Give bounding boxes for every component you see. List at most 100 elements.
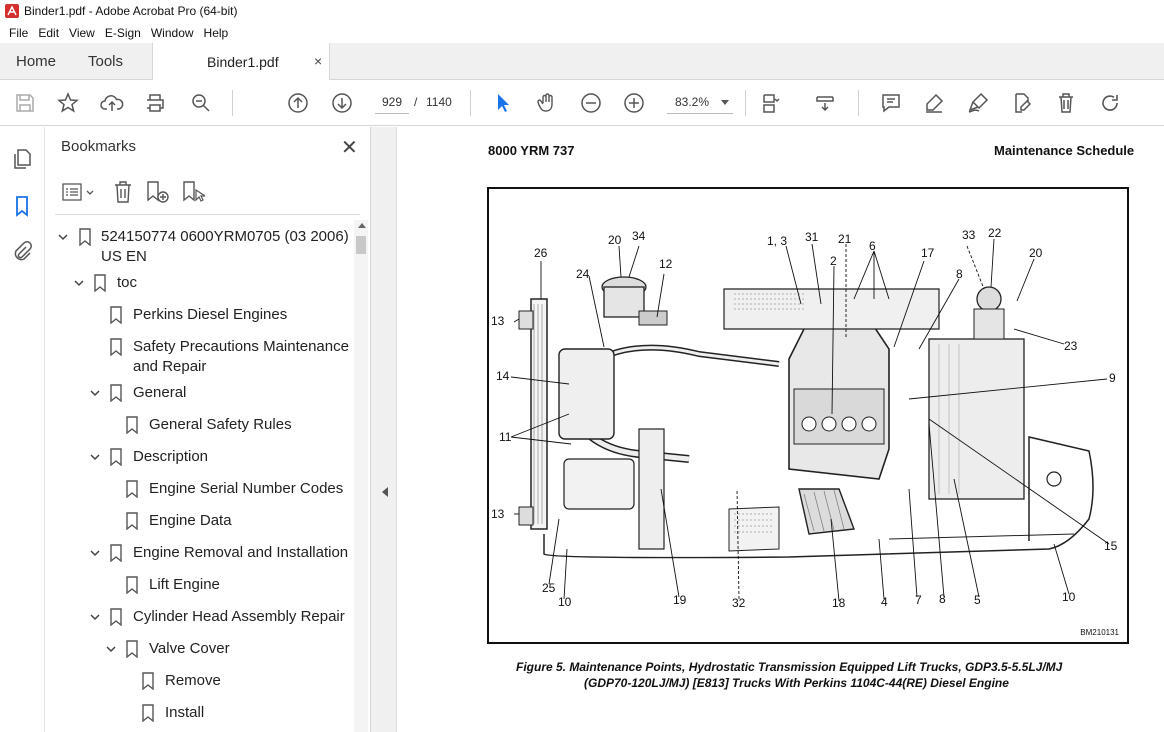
- callout-label: 17: [921, 246, 935, 260]
- figure-caption-line2: (GDP70-120LJ/MJ) [E813] Trucks With Perk…: [584, 676, 1009, 690]
- new-bookmark-icon[interactable]: [145, 180, 169, 204]
- bookmark-star-icon[interactable]: [56, 91, 80, 115]
- callout-label: 31: [805, 230, 819, 244]
- callout-label: 18: [832, 596, 846, 610]
- bookmark-icon: [110, 544, 122, 562]
- fit-page-icon[interactable]: [759, 91, 783, 115]
- bookmark-label: toc: [117, 274, 138, 291]
- chevron-down-icon[interactable]: [57, 231, 69, 243]
- callout-label: 19: [673, 593, 687, 607]
- menu-help[interactable]: Help: [203, 25, 229, 40]
- bookmark-icon: [79, 228, 91, 246]
- navigation-rail: [0, 127, 45, 732]
- comment-icon[interactable]: [879, 91, 903, 115]
- tab-close-button[interactable]: ×: [314, 53, 323, 69]
- bookmark-icon: [110, 384, 122, 402]
- bookmark-label: General: [133, 384, 187, 401]
- callout-label: 2: [830, 254, 837, 268]
- page-number-input[interactable]: 929: [375, 91, 409, 114]
- zoom-in-icon[interactable]: [622, 91, 646, 115]
- menu-view[interactable]: View: [69, 25, 95, 40]
- callout-label: 12: [659, 257, 673, 271]
- save-icon[interactable]: [13, 91, 37, 115]
- bookmark-label: Valve Cover: [149, 640, 230, 657]
- chevron-down-icon[interactable]: [89, 387, 101, 399]
- find-icon[interactable]: [189, 91, 213, 115]
- bookmark-icon: [126, 512, 138, 530]
- close-panel-button[interactable]: ✕: [341, 137, 358, 159]
- bookmarks-scrollbar[interactable]: [354, 220, 368, 732]
- window-title: Binder1.pdf - Adobe Acrobat Pro (64-bit): [24, 4, 238, 18]
- bookmark-from-selection-icon[interactable]: [181, 180, 207, 204]
- page-up-icon[interactable]: [286, 91, 310, 115]
- toolbar-divider: [470, 90, 471, 116]
- scroll-mode-icon[interactable]: [813, 91, 837, 115]
- select-cursor-icon[interactable]: [491, 91, 515, 115]
- page-down-icon[interactable]: [330, 91, 354, 115]
- edit-pdf-icon[interactable]: [1010, 91, 1034, 115]
- bookmark-icon: [110, 306, 122, 324]
- chevron-down-icon[interactable]: [89, 611, 101, 623]
- bookmark-label-line2: and Repair: [133, 358, 207, 375]
- bookmark-label: Perkins Diesel Engines: [133, 306, 288, 323]
- page-thumbnails-icon[interactable]: [10, 147, 34, 171]
- document-header-right: Maintenance Schedule: [994, 143, 1135, 158]
- callout-label: 26: [534, 246, 548, 260]
- attachments-icon[interactable]: [10, 239, 34, 263]
- sign-icon[interactable]: [966, 91, 990, 115]
- callout-label: 20: [608, 233, 622, 247]
- toolbar-divider: [858, 90, 859, 116]
- zoom-out-icon[interactable]: [579, 91, 603, 115]
- collapse-arrow-icon[interactable]: [382, 487, 388, 497]
- bookmark-label: Remove: [165, 672, 221, 689]
- callout-label: 25: [542, 581, 556, 595]
- menu-bar: File Edit View E-Sign Window Help: [0, 22, 1164, 43]
- tab-tools[interactable]: Tools: [88, 53, 124, 70]
- chevron-down-icon[interactable]: [73, 277, 85, 289]
- delete-icon[interactable]: [1054, 91, 1078, 115]
- title-bar: Binder1.pdf - Adobe Acrobat Pro (64-bit): [0, 0, 1164, 22]
- bookmarks-toolbar: [45, 172, 371, 212]
- panel-collapse-handle[interactable]: [371, 127, 397, 732]
- bookmarks-icon[interactable]: [10, 194, 34, 218]
- delete-bookmark-icon[interactable]: [112, 180, 134, 204]
- chevron-down-icon[interactable]: [89, 547, 101, 559]
- tab-document[interactable]: Binder1.pdf ×: [152, 43, 330, 81]
- callout-label: 6: [869, 239, 876, 253]
- callout-label: 32: [732, 596, 746, 610]
- callout-label: 13: [491, 314, 505, 328]
- menu-window[interactable]: Window: [150, 25, 194, 40]
- chevron-down-icon[interactable]: [105, 643, 117, 655]
- menu-file[interactable]: File: [9, 25, 29, 40]
- hand-icon[interactable]: [535, 91, 559, 115]
- menu-esign[interactable]: E-Sign: [104, 25, 141, 40]
- scroll-up-arrow-icon[interactable]: [358, 223, 366, 228]
- callout-label: 24: [576, 267, 590, 281]
- bookmark-options-icon[interactable]: [62, 181, 96, 203]
- callout-label: 9: [1109, 371, 1116, 385]
- upload-icon[interactable]: [100, 91, 124, 115]
- zoom-level-select[interactable]: 83.2%: [667, 91, 733, 114]
- bookmark-label: Lift Engine: [149, 576, 220, 593]
- menu-edit[interactable]: Edit: [38, 25, 60, 40]
- acrobat-logo-icon: [5, 4, 19, 18]
- bookmark-icon: [94, 274, 106, 292]
- figure-frame: 20 34 26 24 12 1, 3 31 21 6 33 22 20 17 …: [487, 187, 1129, 644]
- callout-label: 22: [988, 226, 1002, 240]
- document-view[interactable]: 8000 YRM 737 Maintenance Schedule: [397, 127, 1164, 732]
- panel-divider: [55, 214, 360, 215]
- highlight-icon[interactable]: [922, 91, 946, 115]
- redo-icon[interactable]: [1098, 91, 1122, 115]
- callout-label: 5: [974, 593, 981, 607]
- callout-label: 1, 3: [767, 234, 788, 248]
- callout-label: 10: [1062, 590, 1076, 604]
- callout-label: 10: [558, 595, 572, 609]
- scroll-thumb[interactable]: [356, 236, 366, 254]
- print-icon[interactable]: [143, 91, 167, 115]
- bookmark-icon: [110, 448, 122, 466]
- chevron-down-icon[interactable]: [89, 451, 101, 463]
- callout-label: 20: [1029, 246, 1043, 260]
- bookmark-label: Engine Data: [149, 512, 232, 529]
- bookmark-label: Engine Removal and Installation: [133, 544, 349, 561]
- tab-home[interactable]: Home: [16, 53, 57, 70]
